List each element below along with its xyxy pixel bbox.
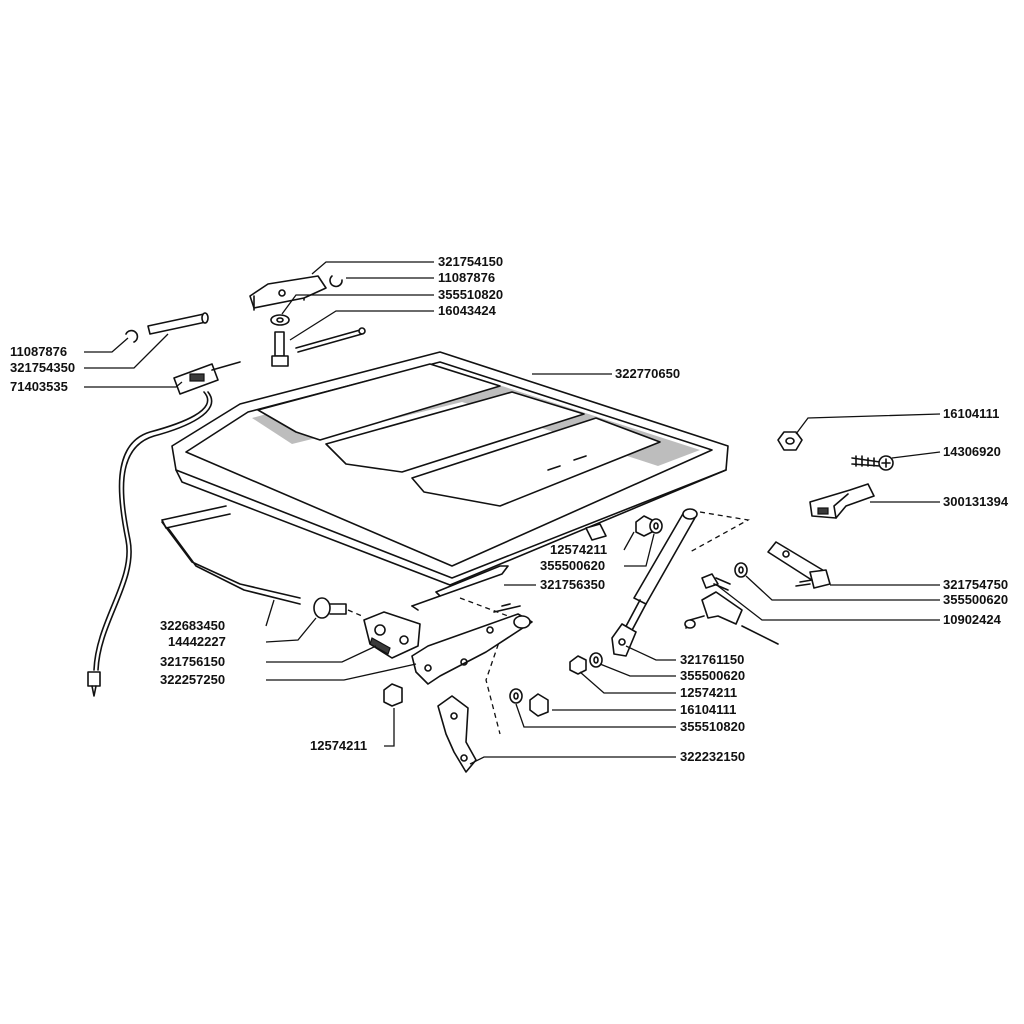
label-355510820-bottom: 355510820: [680, 719, 745, 734]
latch-support-plate: [411, 603, 533, 685]
label-321756150: 321756150: [160, 654, 225, 669]
label-11087876-right: 11087876: [438, 270, 495, 285]
top-hinge-bracket: [249, 275, 366, 367]
label-16043424: 16043424: [438, 303, 497, 318]
label-321754350: 321754350: [10, 360, 75, 375]
latch-rod: [411, 565, 509, 611]
label-321756350: 321756350: [540, 577, 605, 592]
label-10902424: 10902424: [943, 612, 1002, 627]
label-322770650: 322770650: [615, 366, 680, 381]
label-355510820-top: 355510820: [438, 287, 503, 302]
label-355500620-bottom: 355500620: [680, 668, 745, 683]
label-322232150: 322232150: [680, 749, 745, 764]
part-labels: 321754150 11087876 355510820 16043424 11…: [10, 254, 1009, 764]
leader-lines: [84, 261, 941, 765]
mount-guide-line: [741, 625, 779, 645]
label-16104111-bottom: 16104111: [680, 702, 736, 717]
label-12574211-left: 12574211: [310, 738, 367, 753]
striker-plate: [767, 541, 831, 589]
strut-mount: [684, 591, 743, 629]
label-12574211-center: 12574211: [550, 542, 607, 557]
label-321754150: 321754150: [438, 254, 503, 269]
label-322683450: 322683450: [160, 618, 225, 633]
lower-bracket: [437, 695, 477, 773]
label-16104111-top: 16104111: [943, 406, 999, 421]
label-355500620-center: 355500620: [540, 558, 605, 573]
label-300131394: 300131394: [943, 494, 1009, 509]
label-321754750: 321754750: [943, 577, 1008, 592]
latch-pin-spacer: [313, 597, 363, 619]
label-14306920: 14306920: [943, 444, 1001, 459]
label-11087876-left: 11087876: [10, 344, 67, 359]
dashed-guide-center: [459, 597, 509, 735]
lower-nuts-washers: [383, 652, 603, 717]
bolt-right: [701, 573, 731, 591]
label-12574211-bottom: 12574211: [680, 685, 737, 700]
lid-lock-cable: [87, 361, 241, 697]
lid-seal: [161, 505, 301, 605]
strut-nut-washer: [585, 515, 663, 541]
label-355500620-right: 355500620: [943, 592, 1008, 607]
catch-bracket: [809, 483, 875, 519]
label-321761150: 321761150: [680, 652, 744, 667]
washer-right: [734, 562, 748, 578]
label-71403535: 71403535: [10, 379, 68, 394]
dashed-guide-right: [689, 511, 750, 553]
engine-lid: [171, 351, 729, 586]
gas-strut: [611, 508, 698, 657]
screw-right: [851, 455, 894, 471]
latch-mechanism: [363, 611, 421, 659]
label-14442227: 14442227: [168, 634, 226, 649]
nut-top-right: [777, 431, 803, 451]
label-322257250: 322257250: [160, 672, 225, 687]
hinge-pin: [125, 312, 209, 343]
